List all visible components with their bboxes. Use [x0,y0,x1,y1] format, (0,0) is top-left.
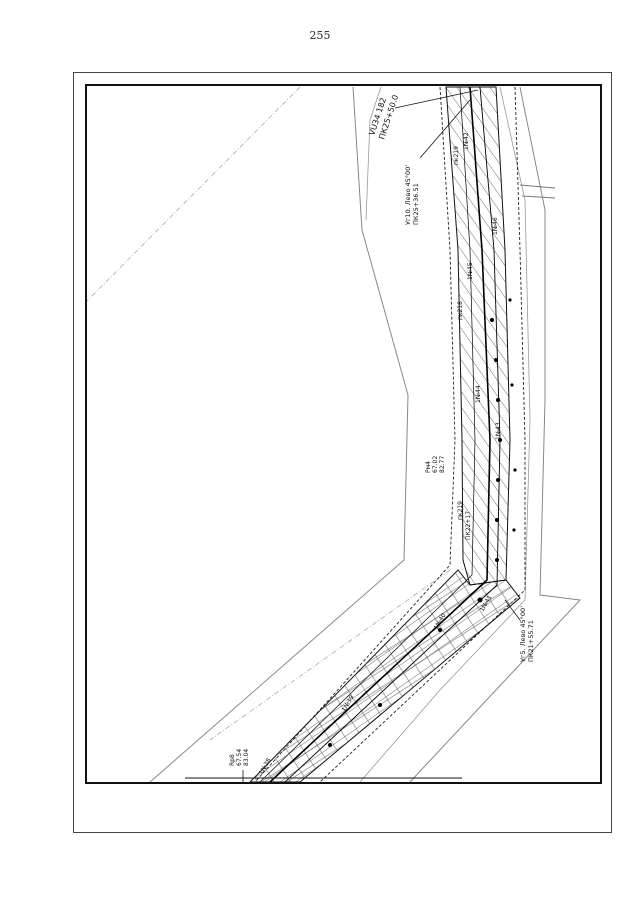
leader-line [394,89,479,109]
label-n45: 1№45 [467,262,474,280]
leader-line [504,599,521,621]
label-n42: 1№42 [463,132,470,150]
road-junction [519,184,556,199]
pipeline-secondary [259,86,476,782]
row-boundary [319,86,526,782]
drawing-frame [85,84,602,784]
label-pm-v1: 67.02 [432,456,439,473]
dash-dot-line [87,86,301,302]
label-pm: Рм4 [425,461,432,473]
pipeline-main [269,86,491,782]
page-frame [73,72,612,833]
label-n43: 1№43 [495,422,502,440]
page-number: 255 [309,29,331,42]
row-boundary [254,86,456,782]
label-n46: 1№46 [492,217,499,235]
leader-line [419,99,471,159]
label-pit-219: пк219 [457,501,464,520]
boundary-line [149,86,409,782]
label-ug5: Уг5. Лево 45°00' [519,606,527,662]
label-pk-ug10: ПК25+36.51 [412,183,420,225]
label-n44: 1№44 [475,385,482,403]
label-rp-v1: 67.54 [236,749,243,766]
road-edge [409,86,582,782]
label-pit-219b: пк219 [453,146,460,165]
road-edge [359,86,531,782]
label-rp-v2: 83.04 [243,749,250,766]
label-rp: Rp8 [229,754,236,766]
label-pit-218: пк218 [457,301,464,320]
label-pk-ug5: ПК21+55.71 [527,620,535,662]
boundary-line [365,86,382,221]
label-pk22: ПК22+17 [465,511,472,540]
label-pm-v2: 82.77 [439,456,446,473]
dash-dot-line [209,569,451,741]
valve-markers [328,298,517,747]
label-ug10: Уг10. Лево 45°00' [404,165,412,225]
